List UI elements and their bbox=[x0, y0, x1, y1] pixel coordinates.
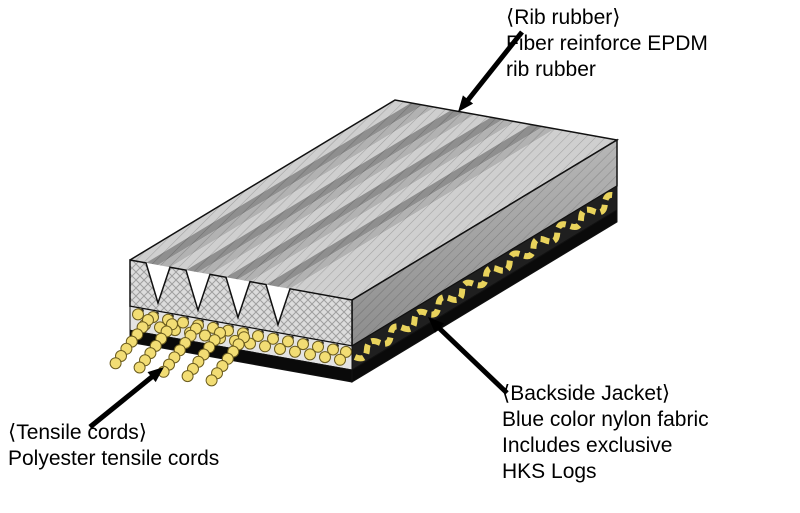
tensile-cords-title: ⟨Tensile cords⟩ bbox=[8, 421, 147, 444]
jacket-logo-wave bbox=[353, 192, 619, 362]
rib-top-hatch-overlay bbox=[130, 100, 617, 300]
backside-jacket-label: ⟨Backside Jacket⟩ Blue color nylon fabri… bbox=[502, 381, 709, 485]
tensile-cords-label: ⟨Tensile cords⟩ Polyester tensile cords bbox=[8, 420, 219, 472]
backside-jacket-line2: Includes exclusive bbox=[502, 434, 673, 457]
protruding-cords bbox=[109, 314, 250, 387]
rib-rubber-title: ⟨Rib rubber⟩ bbox=[506, 6, 621, 29]
backside-jacket-title: ⟨Backside Jacket⟩ bbox=[502, 382, 671, 405]
rib-rubber-arrow bbox=[458, 30, 524, 112]
rib-top-surface bbox=[129, 99, 620, 301]
belt-side-face bbox=[351, 138, 619, 383]
backside-jacket-line3: HKS Logs bbox=[502, 460, 597, 483]
tensile-cords-arrow bbox=[88, 367, 164, 429]
rib-rubber-label: ⟨Rib rubber⟩ Fiber reinforce EPDM rib ru… bbox=[506, 5, 708, 83]
tensile-cords-group bbox=[109, 308, 352, 387]
tensile-cords-line1: Polyester tensile cords bbox=[8, 447, 220, 470]
annotation-arrows bbox=[88, 30, 524, 429]
backside-jacket-arrow bbox=[428, 317, 509, 395]
rib-rubber-line1: Fiber reinforce EPDM bbox=[506, 32, 708, 55]
backside-jacket-line1: Blue color nylon fabric bbox=[502, 408, 709, 431]
rib-rubber-line2: rib rubber bbox=[506, 58, 596, 81]
